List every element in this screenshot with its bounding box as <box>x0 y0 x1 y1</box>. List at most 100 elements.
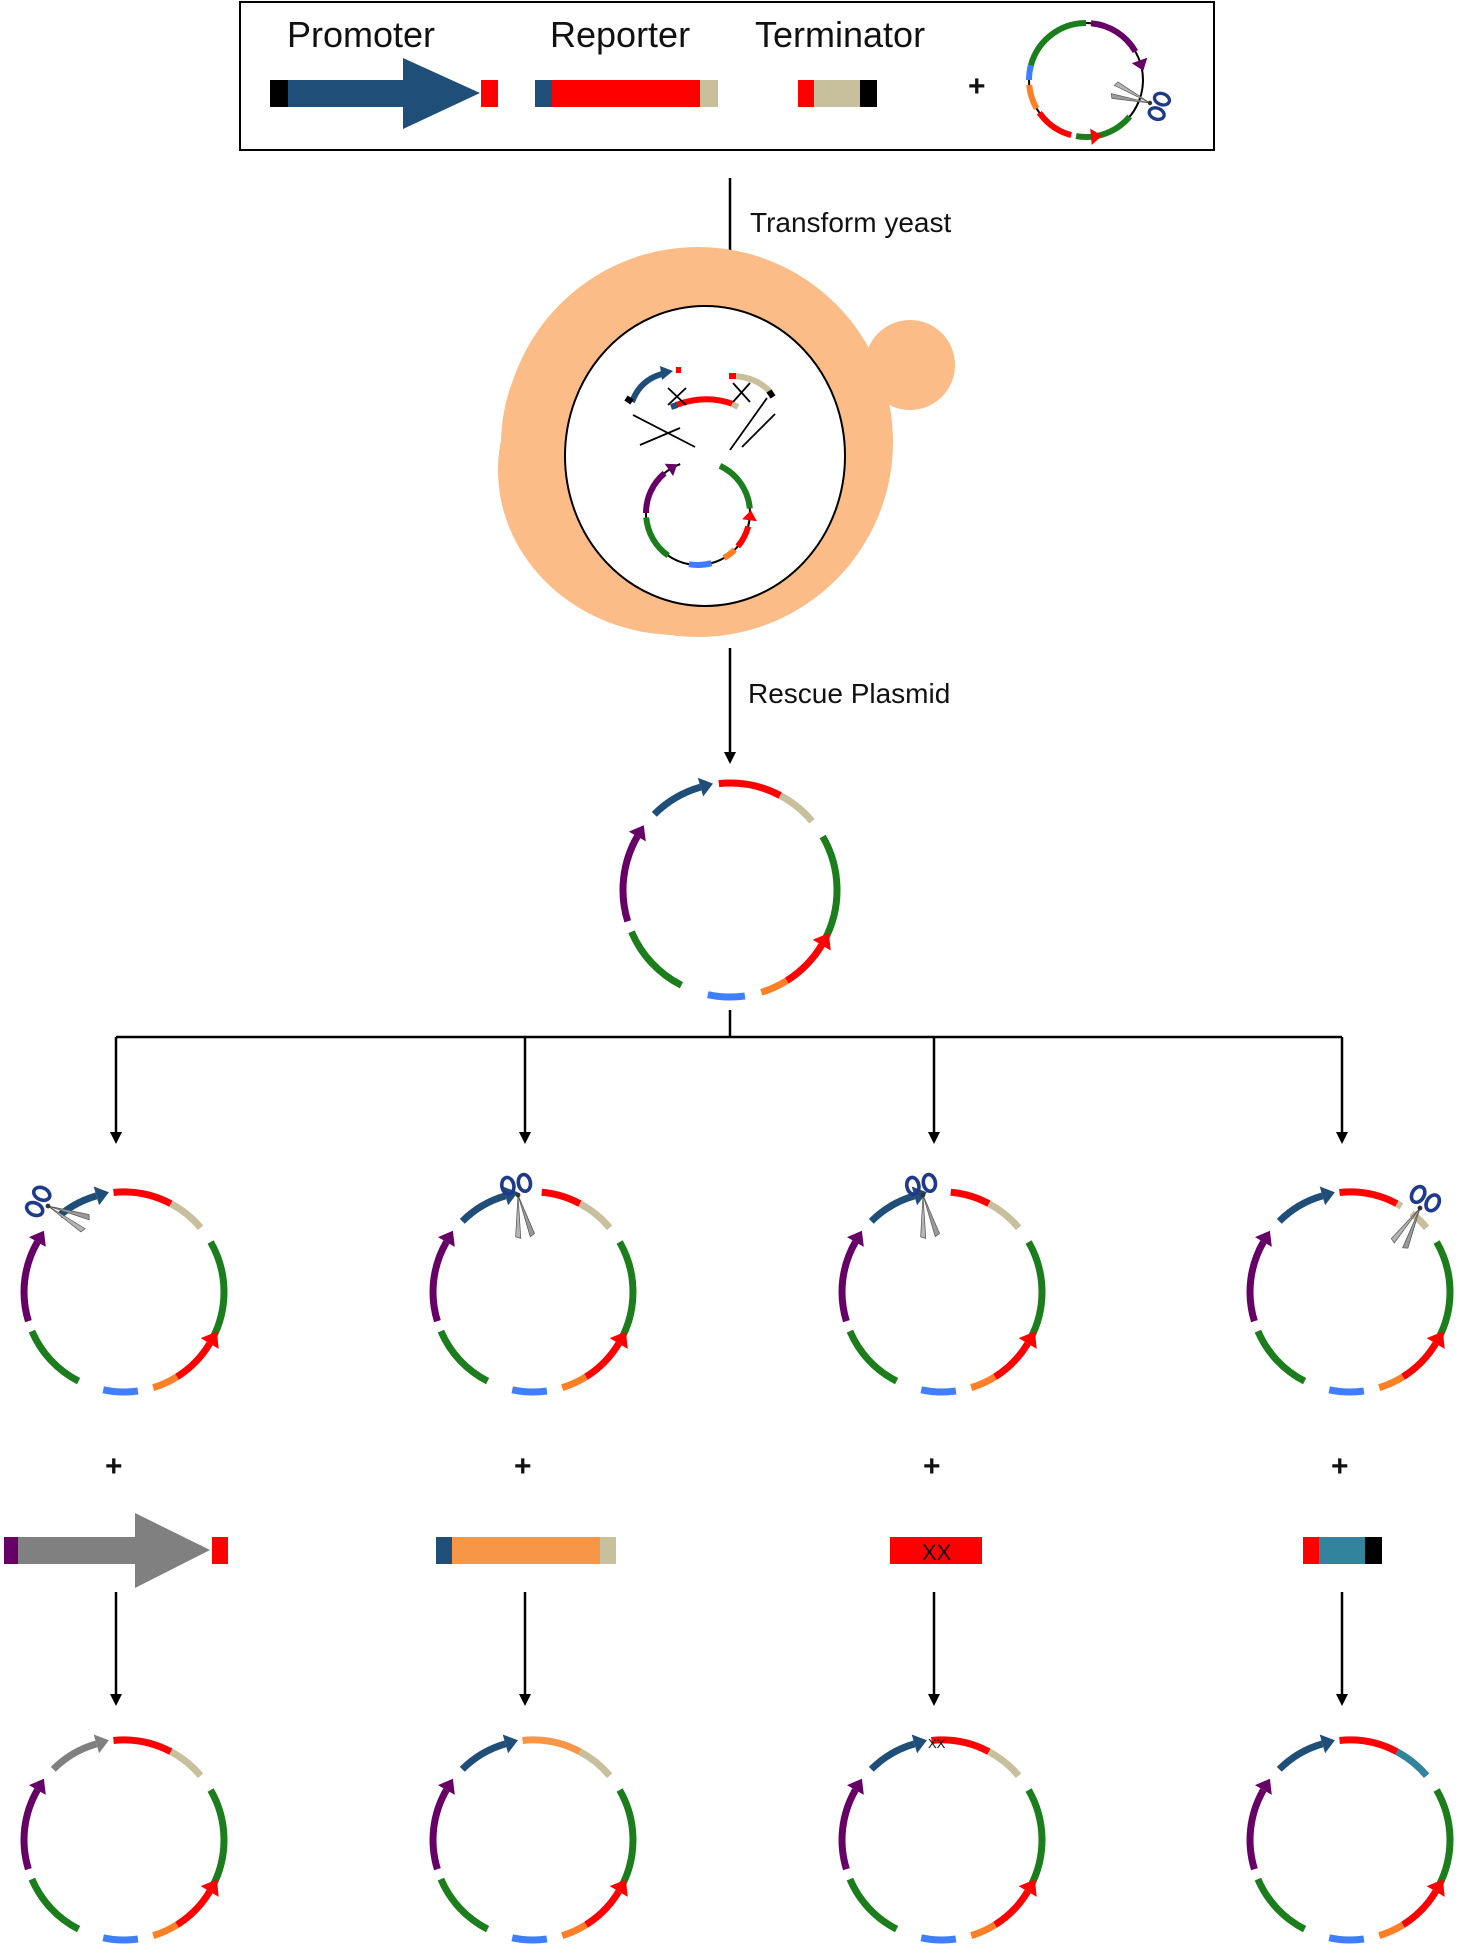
marker-green-1 <box>207 1788 228 1889</box>
marker-green-2 <box>437 1329 490 1385</box>
selection-arrow <box>812 933 831 951</box>
marker-green-2 <box>628 930 684 989</box>
selection-arrow <box>200 1879 219 1897</box>
promoter-arrow <box>1319 1186 1335 1206</box>
promoter-fragment-tip <box>660 366 673 380</box>
reporter-label: Reporter <box>550 14 690 55</box>
swapped-plasmid-4 <box>1246 1734 1454 1944</box>
marker-blue <box>102 1386 139 1396</box>
reporter-segment <box>113 1736 173 1755</box>
marker-orange <box>561 1373 588 1391</box>
promoter-fragment <box>629 371 663 404</box>
origin-purple <box>643 470 667 514</box>
promoter-segment <box>459 1192 507 1224</box>
terminator-fragment-end <box>766 389 776 399</box>
marker-blue <box>920 1934 957 1944</box>
crossover-lines <box>632 382 776 451</box>
plus-sign-col-3: + <box>923 1450 941 1483</box>
marker-green-2 <box>846 1877 899 1933</box>
plus-sign-top: + <box>968 70 986 103</box>
selection-arrow <box>1018 1331 1037 1349</box>
selection-red <box>1401 1341 1439 1380</box>
reporter-segment <box>1339 1736 1399 1755</box>
transform-yeast-label: Transform yeast <box>750 207 951 238</box>
marker-green-1 <box>819 834 841 942</box>
selection-red <box>584 1889 622 1928</box>
promoter-part <box>270 58 498 129</box>
origin-arrow <box>438 1778 455 1795</box>
reporter-segment <box>522 1736 582 1755</box>
reporter-fragment <box>674 396 735 408</box>
terminator-label: Terminator <box>755 14 925 55</box>
origin-purple <box>429 1240 450 1323</box>
marker-green-2 <box>846 1329 899 1385</box>
selection-red <box>993 1889 1031 1928</box>
terminator-segment <box>987 1200 1022 1231</box>
marker-blue <box>707 991 746 1001</box>
selection-red <box>1401 1889 1439 1928</box>
selection-arrow <box>742 510 757 522</box>
marker-green-2 <box>28 1877 81 1933</box>
terminator-segment <box>1395 1200 1430 1231</box>
cut-plasmid-1 <box>20 1185 228 1396</box>
scissors-icon <box>24 1185 90 1233</box>
origin-arrow <box>847 1230 864 1247</box>
origin-purple <box>1090 20 1138 54</box>
column-plasmids: XX <box>20 1172 1454 1944</box>
marker-blue <box>1328 1386 1365 1396</box>
promoter-arrow <box>93 1734 109 1754</box>
terminator-segment <box>169 1200 204 1231</box>
origin-arrow <box>847 1778 864 1795</box>
origin-purple <box>1246 1788 1267 1871</box>
terminator-fragment <box>734 373 773 395</box>
branch-connector <box>110 1010 1348 1144</box>
marker-blue <box>1025 64 1034 81</box>
marker-blue <box>1328 1934 1365 1944</box>
parts-box: Promoter Reporter Terminator + <box>239 1 1215 151</box>
swapped-plasmid-3 <box>838 1734 1046 1944</box>
origin-purple <box>429 1788 450 1871</box>
selection-arrow <box>1090 128 1102 145</box>
selection-red <box>175 1341 213 1380</box>
marker-green-1 <box>1433 1788 1454 1889</box>
plus-sign-col-2: + <box>514 1450 532 1483</box>
marker-orange <box>970 1373 997 1391</box>
terminator-segment <box>987 1748 1022 1779</box>
reporter-part <box>535 80 718 107</box>
marker-green-2 <box>1254 1877 1307 1933</box>
promoter-arrow <box>911 1734 927 1754</box>
promoter-arrow <box>93 1186 109 1206</box>
marker-orange <box>760 977 789 996</box>
origin-arrow <box>29 1230 46 1247</box>
origin-purple <box>619 834 641 923</box>
origin-arrow <box>1255 1778 1272 1795</box>
swap-columns: + + + + XX <box>4 1450 1382 1706</box>
origin-arrow <box>1131 57 1148 71</box>
promoter-segment <box>868 1192 916 1224</box>
marker-blue <box>511 1386 548 1396</box>
origin-purple <box>20 1240 41 1323</box>
mutated-reporter-part: XX <box>890 1537 982 1565</box>
reporter-segment <box>718 779 782 799</box>
marker-green-2 <box>437 1877 490 1933</box>
promoter-segment <box>651 783 702 817</box>
reporter-segment <box>1339 1188 1399 1207</box>
swapped-plasmid-2 <box>429 1734 637 1944</box>
terminator-segment <box>578 1200 613 1231</box>
cut-site <box>520 1187 543 1198</box>
selection-arrow <box>200 1331 219 1349</box>
terminator-segment <box>778 792 815 824</box>
marker-blue <box>102 1934 139 1944</box>
selection-arrow <box>1426 1331 1445 1349</box>
origin-arrow <box>628 825 646 842</box>
promoter-segment <box>459 1740 507 1772</box>
promoter-fragment-end <box>624 395 634 405</box>
plus-sign-col-4: + <box>1331 1450 1349 1483</box>
marker-orange <box>152 1921 179 1939</box>
plus-sign-col-1: + <box>105 1450 123 1483</box>
marker-green-1 <box>1025 1788 1046 1889</box>
terminator-segment <box>169 1748 204 1779</box>
terminator-part <box>798 80 877 107</box>
marker-green-1 <box>616 1240 637 1341</box>
